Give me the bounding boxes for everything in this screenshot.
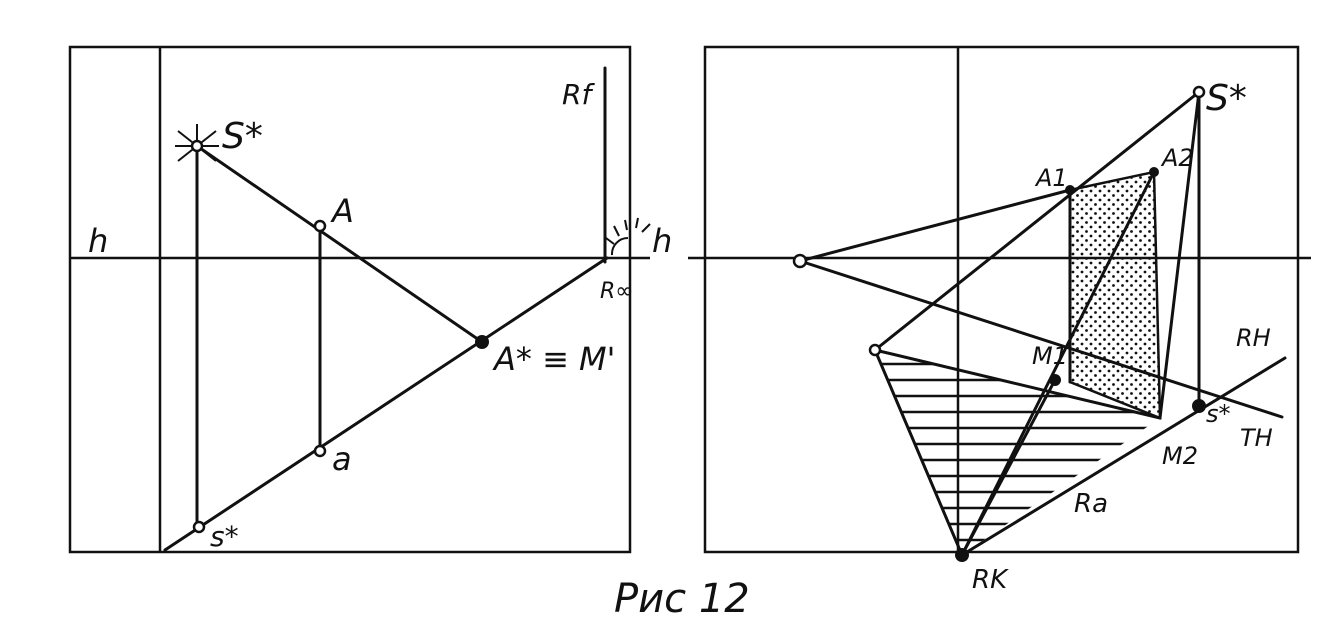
right-point-s-star — [1192, 85, 1206, 99]
left-label-s-star: S* — [222, 116, 263, 157]
left-ground-line — [163, 256, 609, 552]
sun-rays-icon — [605, 217, 651, 256]
left-label-r-inf: R∞ — [600, 279, 634, 304]
right-line-vp-a1 — [798, 188, 1072, 263]
right-label-th: TH — [1240, 424, 1273, 452]
right-point-m1 — [1049, 374, 1061, 386]
left-ray-sa — [195, 144, 484, 344]
right-line-s-m2 — [1158, 90, 1201, 420]
right-line-vp-th — [798, 259, 1284, 419]
left-point-a — [313, 219, 327, 233]
right-label-s-star: S* — [1206, 78, 1247, 119]
right-line-top-m2 — [873, 348, 1162, 420]
right-label-m1: M1 — [1032, 342, 1068, 370]
right-label-a1: A1 — [1034, 164, 1068, 192]
left-panel: S* A h h Rf R∞ A* ≡ M' a s* — [68, 45, 672, 554]
dotted-shadow-region — [1068, 170, 1162, 420]
left-label-h-right: h — [652, 222, 672, 260]
right-point-s-lower — [1192, 399, 1206, 413]
left-label-a: A — [330, 192, 354, 230]
right-panel: S* A1 A2 M1 M2 RH TH s* Ra RK — [688, 45, 1311, 595]
right-line-s-a1 — [873, 90, 1201, 352]
right-line-rk-top — [873, 348, 964, 557]
left-point-a-star — [475, 335, 489, 349]
right-point-top — [868, 343, 882, 357]
figure-caption: Рис 12 — [614, 576, 750, 622]
right-label-s-lower: s* — [1206, 400, 1231, 428]
right-point-a2 — [1149, 167, 1159, 177]
right-label-rk: RK — [972, 565, 1009, 595]
right-point-vp — [792, 253, 808, 269]
left-point-a-lower — [313, 444, 327, 458]
right-frame — [703, 45, 1300, 554]
left-point-s-lower — [192, 520, 206, 534]
right-point-rk — [955, 548, 969, 562]
right-point-a1 — [1065, 185, 1075, 195]
right-line-ra — [960, 356, 1287, 557]
right-line-rk-m1 — [960, 378, 1057, 557]
right-label-rh: RH — [1236, 324, 1271, 352]
right-line-rk-a2 — [960, 170, 1156, 557]
right-label-ra: Ra — [1074, 489, 1108, 519]
left-label-a-star-m: A* ≡ M' — [492, 340, 615, 378]
left-frame — [68, 45, 632, 554]
left-label-rf: Rf — [562, 78, 595, 111]
left-point-s-star — [190, 139, 204, 153]
left-label-h-left: h — [88, 222, 108, 260]
left-label-s-lower: s* — [210, 520, 239, 553]
right-label-a2: A2 — [1160, 144, 1194, 172]
left-label-a-lower: a — [332, 440, 352, 478]
right-label-m2: M2 — [1162, 442, 1198, 470]
